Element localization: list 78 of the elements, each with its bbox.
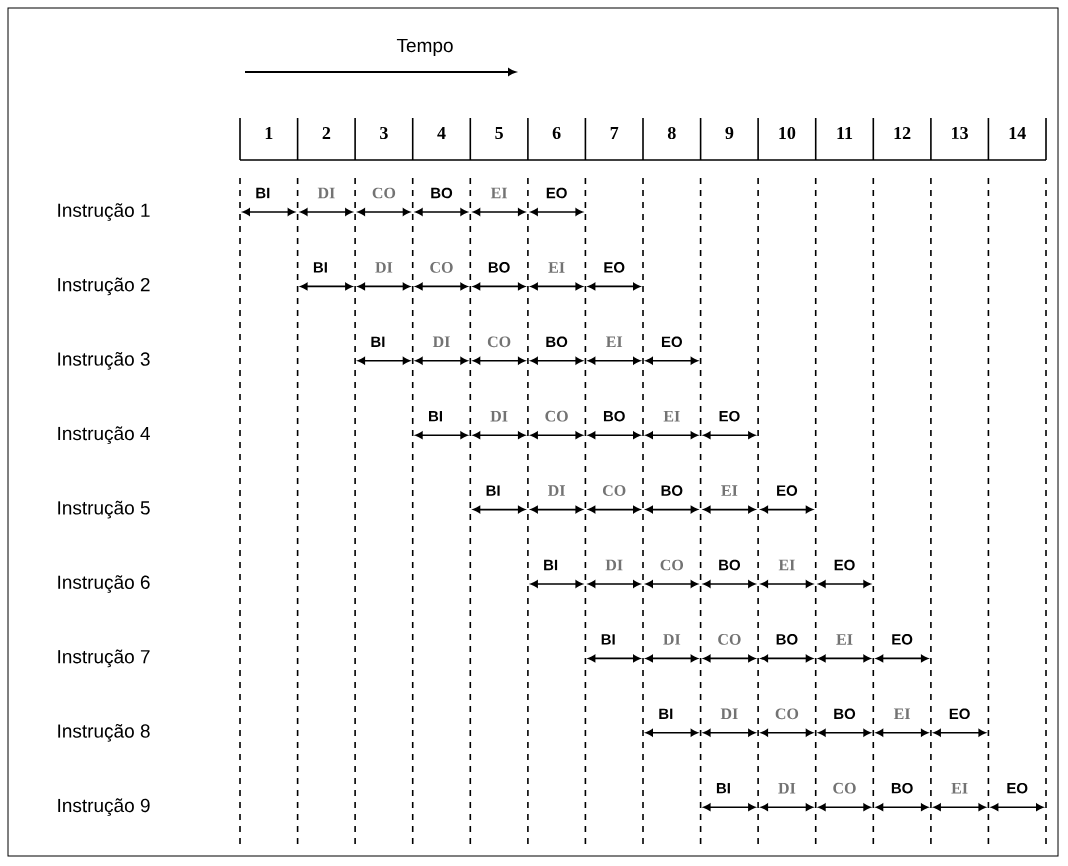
label: BI xyxy=(313,262,327,273)
label: CO xyxy=(718,634,741,645)
label: BO xyxy=(776,634,798,645)
label: EI xyxy=(606,336,623,348)
label: EO xyxy=(546,187,567,199)
label: 1 xyxy=(265,127,273,139)
label: Instrução 3 xyxy=(58,351,150,370)
label: DI xyxy=(317,187,335,199)
label: 3 xyxy=(380,126,388,140)
label: 9 xyxy=(725,126,734,140)
label: EO xyxy=(777,485,798,496)
label: BI xyxy=(601,634,615,645)
label: 4 xyxy=(437,127,446,139)
label: Instrução 5 xyxy=(58,500,150,519)
label: CO xyxy=(602,485,626,496)
label: BI xyxy=(486,485,500,496)
label: CO xyxy=(372,187,396,199)
label: EO xyxy=(892,634,913,645)
label: 7 xyxy=(610,127,619,139)
label: 5 xyxy=(495,127,503,139)
label: EO xyxy=(1007,782,1028,794)
label: CO xyxy=(660,559,684,571)
label: 14 xyxy=(1009,127,1026,139)
label: BO xyxy=(603,410,625,422)
label: BI xyxy=(659,708,673,719)
label: 12 xyxy=(894,127,911,139)
label: Instrução 9 xyxy=(58,798,150,817)
label: BO xyxy=(431,187,453,199)
label: EI xyxy=(951,782,968,794)
label: EI xyxy=(721,485,738,496)
label: CO xyxy=(545,410,568,422)
label: EI xyxy=(663,410,680,422)
label: EI xyxy=(490,187,508,199)
label: BI xyxy=(716,783,730,794)
label: BO xyxy=(546,336,568,348)
label: Instrução 8 xyxy=(58,723,150,742)
label: 11 xyxy=(837,127,853,139)
label: DI xyxy=(720,708,738,720)
label: EI xyxy=(836,634,853,645)
label: CO xyxy=(487,336,511,348)
label: EO xyxy=(834,559,855,571)
label: BI xyxy=(544,559,558,571)
label: EI xyxy=(548,262,565,273)
label: EO xyxy=(604,262,625,273)
label: BI xyxy=(256,187,270,199)
label: 2 xyxy=(322,127,331,139)
label: DI xyxy=(778,782,796,794)
label: CO xyxy=(833,782,856,794)
label: EO xyxy=(949,708,970,720)
label: CO xyxy=(430,262,453,273)
label: EI xyxy=(893,708,911,720)
label: 6 xyxy=(552,126,561,140)
label: DI xyxy=(432,336,450,348)
label: BO xyxy=(834,708,856,720)
label: Instrução 1 xyxy=(58,203,150,221)
label: Instrução 2 xyxy=(58,277,150,296)
label: DI xyxy=(375,262,393,273)
label: BO xyxy=(488,262,510,273)
label: EO xyxy=(661,336,682,348)
label: DI xyxy=(605,559,623,571)
label: BI xyxy=(371,336,385,347)
label: BI xyxy=(429,411,442,422)
label: 8 xyxy=(667,126,676,140)
label: BO xyxy=(661,485,683,496)
label: DI xyxy=(663,634,681,645)
label: EI xyxy=(778,559,795,571)
label: EO xyxy=(719,410,740,422)
label: DI xyxy=(548,485,565,496)
label: Instrução 7 xyxy=(58,649,150,668)
label: 10 xyxy=(779,126,796,140)
label: BO xyxy=(719,559,741,571)
label: Instrução 6 xyxy=(58,575,150,593)
label: Instrução 4 xyxy=(58,426,150,445)
label: CO xyxy=(775,708,799,720)
label: Tempo xyxy=(396,38,453,56)
label: DI xyxy=(490,410,508,422)
label: BO xyxy=(891,782,913,794)
label: 13 xyxy=(952,126,968,140)
